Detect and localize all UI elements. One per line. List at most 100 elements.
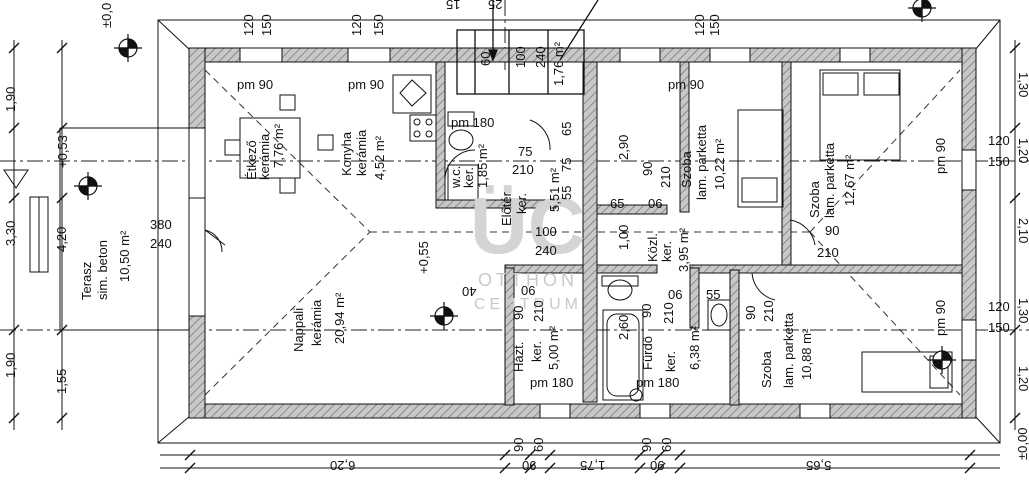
room-floor-etkezo: kerámia	[257, 133, 272, 180]
dimension-lines	[8, 40, 1021, 474]
level-szoba3: pm 90	[933, 299, 948, 336]
open-furdo-2: 210	[661, 302, 676, 324]
level-konyha: pm 90	[348, 77, 385, 92]
open-top-a-0: 120	[241, 14, 256, 36]
room-area-szoba1: 10,22 m²	[712, 138, 727, 190]
open-terrace-0: 380	[150, 217, 172, 232]
room-area-nappali: 20,94 m²	[332, 292, 347, 344]
room-area-szoba2: 12,67 m²	[842, 154, 857, 206]
open-haztart-1: 210	[531, 300, 546, 322]
open-kozl-w: 1,00	[616, 224, 631, 250]
dim-bottom-4: 5,65	[806, 458, 832, 473]
dim-bottom-2: 1,75	[580, 458, 606, 473]
stair-area: 1,76 m²	[551, 41, 566, 86]
open-top-15: 15	[446, 0, 461, 12]
level-furdo: pm 180	[636, 375, 680, 390]
open-top-b-0: 120	[349, 14, 364, 36]
section-marker-icon	[74, 172, 102, 200]
open-szoba1-mark-1: 06	[648, 196, 663, 211]
room-name-eloter: Előtér	[499, 192, 514, 226]
fixtures	[224, 69, 953, 402]
open-szoba3-0: 90	[743, 305, 758, 320]
open-szoba1-1: 90	[640, 161, 655, 176]
dim-left-2: 1,90	[3, 352, 18, 378]
room-area-konyha: 4,52 m²	[372, 135, 387, 180]
roof-hip-lines	[204, 69, 961, 396]
room-floor-szoba3: lam. parketta	[781, 312, 796, 388]
section-marker-icon	[114, 34, 142, 62]
section-markers	[74, 0, 956, 374]
open-szoba1-0: 2,90	[616, 134, 631, 160]
open-szoba2-1: 210	[817, 245, 839, 260]
room-name-terasz: Terasz	[79, 261, 94, 300]
dim-right-0: 1,30	[1016, 72, 1029, 98]
room-area-furdo: 6,38 m²	[687, 325, 702, 370]
room-floor-haztart: ker.	[529, 341, 544, 362]
open-kozl-d-1: 06	[668, 287, 683, 302]
dim-left-0: 1,90	[3, 86, 18, 112]
section-marker-icon	[908, 0, 936, 22]
open-furdo-0: 2,60	[616, 314, 631, 340]
open-szoba3-1: 210	[761, 300, 776, 322]
open-stair-1: 100	[513, 46, 528, 68]
level-szoba1: pm 90	[668, 77, 705, 92]
room-floor-kozl: ker.	[659, 241, 674, 262]
dim-right-2: 2,10	[1016, 218, 1029, 244]
open-top-b-1: 150	[371, 14, 386, 36]
open-bottom-3: 60	[659, 437, 674, 452]
room-area-szoba3: 10,88 m²	[799, 328, 814, 380]
open-eloter-mid-0: 100	[535, 224, 557, 239]
room-floor-wc: ker.	[461, 167, 476, 188]
open-wc-0: 75	[518, 144, 533, 159]
room-name-szoba3: Szoba	[759, 351, 774, 388]
elevation-nappali: +0,55	[416, 241, 431, 274]
open-right-c-1: 150	[988, 320, 1010, 335]
dim-right-3: 1,30	[1016, 298, 1029, 324]
open-right-b-1: 150	[988, 154, 1010, 169]
room-area-kozl: 3,95 m²	[676, 227, 691, 272]
open-eloter-0: 75	[559, 157, 574, 172]
open-kozl-d-0: 06	[521, 283, 536, 298]
section-marker-icon	[430, 302, 458, 330]
open-haztart-0: 90	[511, 305, 526, 320]
windows	[188, 47, 977, 419]
room-name-konyha: Konyha	[339, 131, 354, 176]
room-area-etkezo: 7,76 m²	[271, 123, 286, 168]
level-wc: pm 180	[451, 115, 495, 130]
dim-left-3: 4,20	[54, 226, 69, 252]
watermark-logo: ÜC	[470, 181, 586, 270]
watermark-line2: CENTRUM	[474, 296, 582, 313]
room-name-szoba2: Szoba	[807, 181, 822, 218]
open-szoba2-0: 90	[825, 223, 840, 238]
open-stair-0: 60	[478, 51, 493, 66]
dim-left-1: 3,30	[3, 220, 18, 246]
section-marker-icon	[928, 346, 956, 374]
open-wc-1: 210	[512, 162, 534, 177]
doors	[204, 119, 816, 301]
open-terrace-1: 240	[150, 236, 172, 251]
open-haztart-w: 40	[462, 284, 477, 299]
open-bottom-2: 90	[639, 437, 654, 452]
open-szoba1-2: 210	[658, 166, 673, 188]
room-name-kozl: Közl.	[645, 233, 660, 262]
open-top-a-1: 150	[259, 14, 274, 36]
room-area-terasz: 10,50 m²	[117, 230, 132, 282]
dim-bottom-1: 90	[522, 458, 537, 473]
room-area-wc: 1,85 m²	[475, 143, 490, 188]
watermark-line1: OTTHON	[478, 270, 578, 290]
room-name-haztart: Házt.	[511, 341, 526, 372]
elevation-terrace: +0,53	[55, 135, 70, 168]
open-right-a-1: 150	[707, 14, 722, 36]
room-floor-nappali: kerámia	[309, 299, 324, 346]
open-kozl-d-2: 55	[706, 287, 721, 302]
room-name-szoba1: Szoba	[679, 151, 694, 188]
elevation-top: ±0,0	[99, 2, 114, 28]
room-floor-konyha: kerámia	[354, 129, 369, 176]
level-haztart: pm 180	[530, 375, 574, 390]
open-right-b-0: 120	[988, 133, 1010, 148]
terrace	[3, 127, 189, 331]
open-szoba1-mark-0: 65	[610, 196, 625, 211]
room-floor-furdo: ker.	[663, 351, 678, 372]
room-floor-szoba1: lam. parketta	[694, 124, 709, 200]
open-bottom-1: 60	[531, 437, 546, 452]
